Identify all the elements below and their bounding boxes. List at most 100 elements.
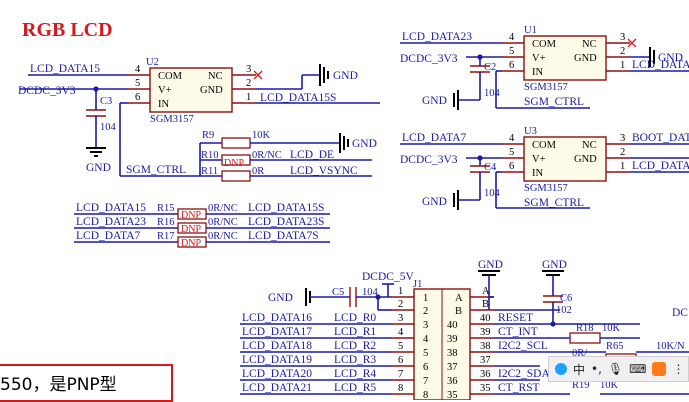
svg-text:SGM3157: SGM3157	[524, 183, 568, 194]
svg-text:0R/NC: 0R/NC	[208, 231, 238, 242]
svg-text:LCD_R4: LCD_R4	[334, 368, 376, 380]
svg-text:5: 5	[509, 147, 514, 158]
svg-text:36: 36	[480, 369, 491, 380]
svg-text:V+: V+	[532, 53, 546, 64]
svg-text:LCD_DATA7: LCD_DATA7	[76, 230, 140, 242]
svg-text:LCD_DATA7S: LCD_DATA7S	[248, 230, 319, 242]
svg-text:GND: GND	[86, 162, 111, 174]
svg-text:GND: GND	[422, 95, 447, 107]
svg-text:38: 38	[447, 348, 458, 359]
svg-text:CT_RST: CT_RST	[498, 382, 540, 394]
svg-text:A: A	[455, 293, 463, 304]
svg-text:1: 1	[423, 293, 428, 304]
svg-text:37: 37	[480, 355, 491, 366]
svg-text:LCD_DATA18: LCD_DATA18	[242, 340, 312, 352]
svg-text:IN: IN	[158, 99, 169, 110]
svg-text:4: 4	[509, 133, 515, 144]
svg-text:LCD_R3: LCD_R3	[334, 354, 376, 366]
svg-text:GND: GND	[268, 292, 293, 304]
r9-r11-group: R9 10K GND R10 0R/NC LCD_DE R11 DNP 0R L…	[199, 130, 377, 182]
svg-text:GND: GND	[542, 259, 567, 271]
svg-text:5: 5	[423, 348, 428, 359]
svg-text:4: 4	[509, 32, 515, 43]
svg-text:SGM_CTRL: SGM_CTRL	[524, 96, 584, 108]
svg-text:LCD_DATA: LCD_DATA	[632, 160, 689, 172]
svg-text:0R/: 0R/	[572, 348, 587, 359]
svg-text:NC: NC	[208, 71, 223, 82]
svg-text:LCD_DATA21: LCD_DATA21	[242, 382, 312, 394]
svg-text:R11: R11	[201, 166, 218, 177]
svg-text:6: 6	[398, 355, 403, 366]
svg-text:10K: 10K	[600, 380, 619, 391]
svg-text:2: 2	[398, 299, 403, 310]
skin-icon[interactable]	[652, 362, 667, 376]
svg-text:1: 1	[620, 161, 625, 172]
svg-text:104: 104	[484, 188, 501, 199]
svg-text:3: 3	[620, 133, 625, 144]
svg-text:1: 1	[620, 60, 625, 71]
svg-text:LCD_DATA19: LCD_DATA19	[242, 354, 312, 366]
svg-text:C6: C6	[560, 293, 572, 304]
svg-text:LCD_DATA23: LCD_DATA23	[402, 31, 472, 43]
svg-text:40: 40	[480, 313, 491, 324]
svg-text:10K/N: 10K/N	[656, 341, 685, 352]
svg-text:GND: GND	[352, 138, 377, 150]
svg-text:V+: V+	[158, 85, 172, 96]
keyboard-icon[interactable]: ⌨	[629, 362, 647, 376]
svg-text:LCD_DATA23: LCD_DATA23	[76, 216, 146, 228]
svg-text:DNP: DNP	[181, 238, 201, 249]
svg-text:GND: GND	[422, 196, 447, 208]
svg-text:LCD_DATA23S: LCD_DATA23S	[248, 216, 324, 228]
svg-text:LCD_DATA15: LCD_DATA15	[76, 202, 146, 214]
svg-text:LCD_DATA: LCD_DATA	[632, 59, 689, 71]
svg-text:0R/NC: 0R/NC	[208, 217, 238, 228]
note-text: 550，是PNP型	[0, 375, 117, 395]
svg-text:A: A	[482, 286, 490, 297]
svg-text:0R/NC: 0R/NC	[208, 203, 238, 214]
svg-text:R9: R9	[202, 130, 214, 141]
svg-text:C2: C2	[484, 62, 496, 73]
svg-text:36: 36	[447, 376, 458, 387]
svg-text:DNP: DNP	[181, 210, 201, 221]
svg-text:B: B	[455, 306, 462, 317]
svg-text:R18: R18	[576, 323, 594, 334]
svg-text:COM: COM	[532, 140, 557, 151]
more-icon[interactable]: ⋮	[672, 362, 685, 376]
svg-text:LCD_R2: LCD_R2	[334, 340, 376, 352]
u2-supply-net: DCDC_3V3	[18, 85, 76, 97]
svg-text:LCD_DATA17: LCD_DATA17	[242, 326, 312, 338]
svg-text:NC: NC	[582, 39, 597, 50]
svg-text:35: 35	[447, 390, 458, 400]
mic-icon[interactable]: 🎙	[607, 362, 624, 376]
svg-text:LCD_DATA16: LCD_DATA16	[242, 312, 312, 324]
svg-text:5: 5	[135, 78, 140, 89]
svg-text:7: 7	[423, 376, 428, 387]
svg-text:SGM3157: SGM3157	[524, 82, 568, 93]
svg-text:6: 6	[135, 92, 140, 103]
svg-text:102: 102	[556, 305, 572, 316]
svg-text:6: 6	[509, 161, 514, 172]
svg-text:104: 104	[100, 122, 117, 133]
svg-text:GND: GND	[574, 53, 597, 64]
svg-text:2: 2	[620, 147, 625, 158]
ime-logo-icon[interactable]	[555, 363, 567, 375]
svg-text:GND: GND	[574, 154, 597, 165]
svg-text:CT_INT: CT_INT	[498, 326, 538, 338]
svg-text:8: 8	[398, 383, 403, 394]
svg-text:LCD_R5: LCD_R5	[334, 382, 376, 394]
svg-text:5: 5	[509, 46, 514, 57]
ime-punct-toggle[interactable]: •,	[591, 362, 602, 376]
u2-ref: U2	[146, 57, 159, 68]
ime-toolbar: 中 •, 🎙 ⌨ ⋮	[548, 356, 689, 382]
svg-text:V+: V+	[532, 154, 546, 165]
u1-switch: U1 COM V+ IN NC GND SGM3157 4 5 6 3 2 1	[502, 25, 637, 93]
svg-text:R16: R16	[157, 217, 175, 228]
svg-text:35: 35	[480, 383, 491, 394]
svg-text:C4: C4	[484, 162, 497, 173]
svg-text:LCD_DATA20: LCD_DATA20	[242, 368, 312, 380]
svg-text:4: 4	[423, 334, 429, 345]
svg-text:LCD_R1: LCD_R1	[334, 326, 376, 338]
ime-lang-toggle[interactable]: 中	[573, 362, 586, 377]
j1-left-nets: LCD_DATA16 LCD_R0 LCD_DATA17 LCD_R1 LCD_…	[240, 312, 392, 395]
u2-out-net: LCD_DATA15S	[260, 92, 336, 104]
